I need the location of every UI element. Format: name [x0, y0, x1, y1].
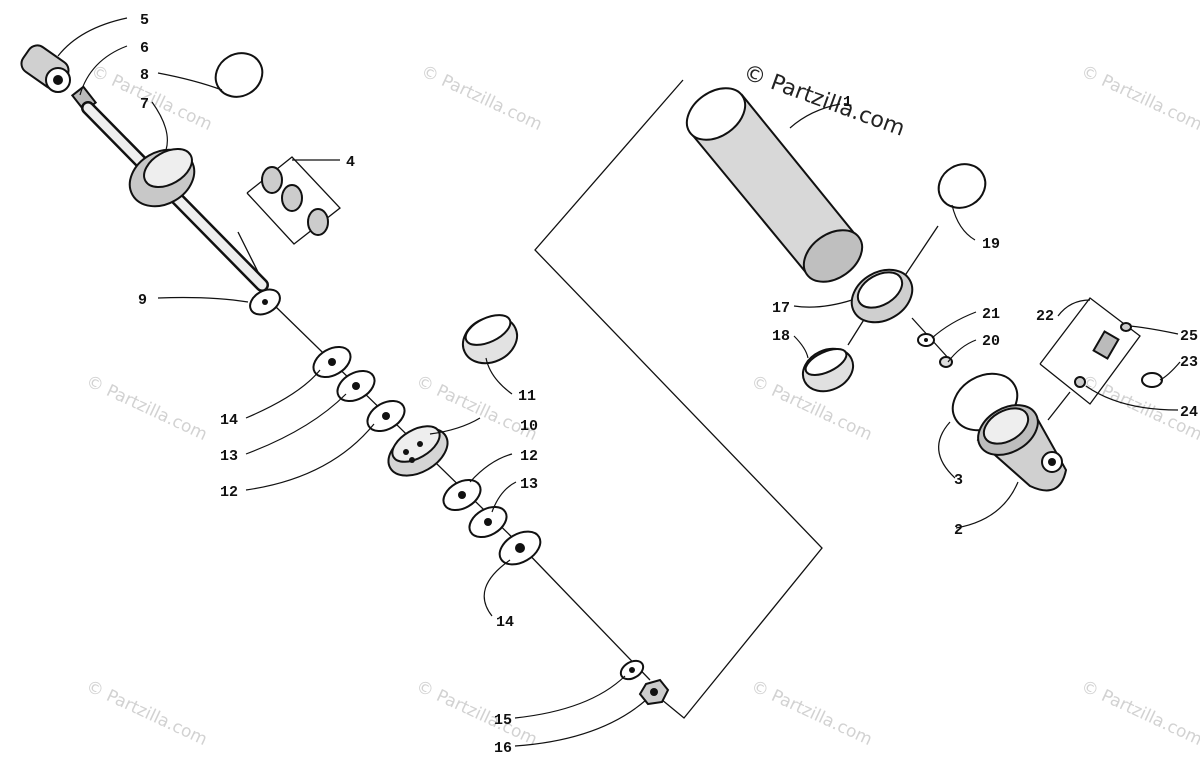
callout-23: 23	[1180, 354, 1198, 371]
callout-14-right: 14	[496, 614, 514, 631]
callout-3: 3	[954, 472, 963, 489]
part-5-rod-end	[20, 44, 71, 93]
part-11-piston-ring	[461, 314, 519, 365]
callout-9: 9	[138, 292, 147, 309]
part-1-cylinder-body	[685, 87, 864, 283]
callout-18: 18	[772, 328, 790, 345]
watermark: © Partzilla.com	[1078, 676, 1200, 750]
callout-10: 10	[520, 418, 538, 435]
part-washer-stack-right	[442, 478, 542, 566]
callout-11: 11	[518, 388, 536, 405]
callout-4: 4	[346, 154, 355, 171]
callout-12-left: 12	[220, 484, 238, 501]
callout-5: 5	[140, 12, 149, 29]
part-15-16-nut-washer	[619, 659, 670, 706]
part-10-piston	[387, 425, 449, 477]
callout-12-right: 12	[520, 448, 538, 465]
callout-21: 21	[982, 306, 1000, 323]
watermark: © Partzilla.com	[83, 371, 210, 445]
callout-19: 19	[982, 236, 1000, 253]
callout-17: 17	[772, 300, 790, 317]
part-20-21-screw-washer	[917, 333, 953, 368]
callout-8: 8	[140, 67, 149, 84]
callout-13-right: 13	[520, 476, 538, 493]
part-19-o-ring	[937, 163, 987, 209]
callout-25: 25	[1180, 328, 1198, 345]
watermark: © Partzilla.com	[413, 676, 540, 750]
part-18-clip-ring	[801, 347, 855, 393]
assembly-axis-lines	[237, 79, 1141, 719]
watermark-layer: © Partzilla.com © Partzilla.com © Partzi…	[83, 61, 1200, 750]
part-8-o-ring	[214, 52, 264, 98]
callout-20: 20	[982, 333, 1000, 350]
part-2-end-housing	[976, 404, 1068, 492]
callout-labels: 5 6 8 7 4 9 14 13 12 10 11 12 13 14 15 1…	[138, 12, 1198, 757]
part-22-valve-set	[1074, 322, 1163, 388]
part-17-end-cap	[850, 268, 914, 324]
parts-layer	[20, 44, 1163, 706]
watermark: © Partzilla.com	[83, 676, 210, 750]
part-washer-stack-left	[312, 345, 406, 433]
part-7-seal-head	[128, 148, 196, 208]
callout-14-left: 14	[220, 412, 238, 429]
watermark: © Partzilla.com	[418, 61, 545, 135]
callout-7: 7	[140, 96, 149, 113]
callout-6: 6	[140, 40, 149, 57]
callout-13-left: 13	[220, 448, 238, 465]
callout-24: 24	[1180, 404, 1198, 421]
callout-22: 22	[1036, 308, 1054, 325]
callout-leaders	[57, 17, 1181, 747]
callout-15: 15	[494, 712, 512, 729]
watermark: © Partzilla.com	[748, 676, 875, 750]
callout-16: 16	[494, 740, 512, 757]
part-4-bushing-set	[261, 166, 329, 236]
part-9-washer	[249, 288, 281, 316]
callout-2: 2	[954, 522, 963, 539]
callout-1: 1	[843, 94, 852, 111]
watermark: © Partzilla.com	[1078, 61, 1200, 135]
